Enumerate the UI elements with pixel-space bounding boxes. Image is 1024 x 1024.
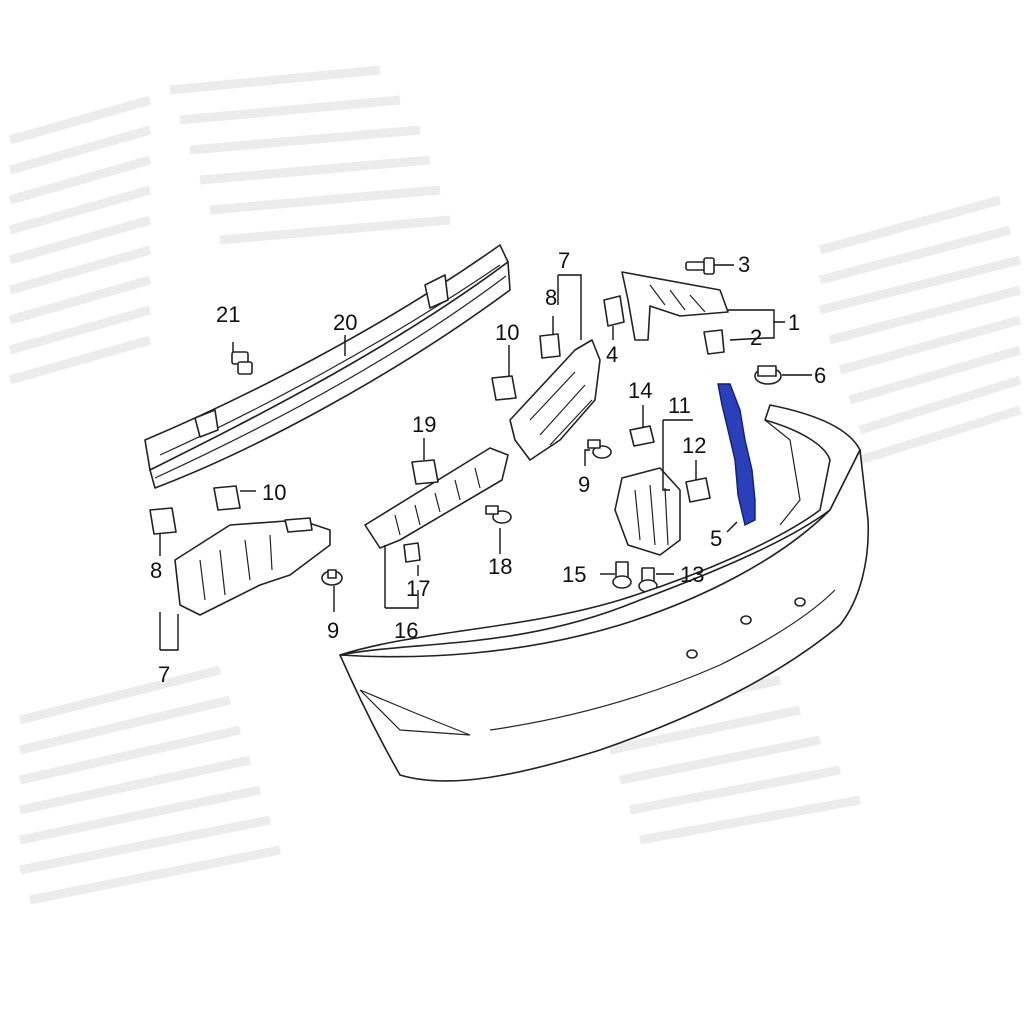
right-upper-bracket-part xyxy=(509,339,601,461)
callout-16: 16 xyxy=(394,618,418,643)
callout-15: 15 xyxy=(562,562,586,587)
clip-14-part xyxy=(629,425,655,447)
callout-21: 21 xyxy=(216,302,240,327)
screw-15-part xyxy=(612,561,632,589)
callout-19: 19 xyxy=(412,412,436,437)
callout-12: 12 xyxy=(682,433,706,458)
clip-17-part xyxy=(403,542,421,563)
bracket-11-part xyxy=(614,467,681,556)
bolt-21-part xyxy=(231,351,253,375)
callout-1: 1 xyxy=(788,310,800,335)
left-bumper-bracket-part xyxy=(174,517,331,616)
screw-13-part xyxy=(638,567,658,593)
callout-5: 5 xyxy=(710,526,722,551)
reinforcement-beam-part xyxy=(144,244,511,489)
pad-8-top-part xyxy=(539,333,561,359)
screw-9-mid-part xyxy=(587,439,612,459)
callout-11: 11 xyxy=(668,393,691,418)
clip-12-part xyxy=(685,477,711,503)
callout-4: 4 xyxy=(606,342,618,367)
pad-19-part xyxy=(411,459,439,485)
callout-7-top: 7 xyxy=(558,248,570,273)
callout-9-low: 9 xyxy=(327,618,339,643)
center-bracket-16-part xyxy=(364,447,509,549)
bolt-3-part xyxy=(685,257,715,275)
callout-8-left: 8 xyxy=(150,558,162,583)
nut-6-part xyxy=(754,365,782,385)
clip-2-part xyxy=(703,329,725,355)
clip-4-part xyxy=(603,295,625,327)
callout-3: 3 xyxy=(738,252,750,277)
callout-10-top: 10 xyxy=(495,320,519,345)
pad-10-top-part xyxy=(491,375,517,401)
bracket-1-part xyxy=(621,271,729,341)
screw-18-part xyxy=(485,505,512,524)
callout-10-left: 10 xyxy=(262,480,286,505)
callout-8-top: 8 xyxy=(545,285,557,310)
callout-6: 6 xyxy=(814,363,826,388)
callout-labels: 1 2 3 4 5 6 7 7 8 8 9 9 10 10 11 12 13 1… xyxy=(150,248,826,687)
callout-13: 13 xyxy=(680,562,704,587)
callout-14: 14 xyxy=(628,378,652,403)
screw-9-lower-part xyxy=(321,569,343,586)
pad-8-left-part xyxy=(149,507,177,535)
callout-18: 18 xyxy=(488,554,512,579)
pad-10-left-part xyxy=(213,485,241,511)
guide-bracket-5-highlighted-part xyxy=(717,383,756,527)
bumper-cover-part xyxy=(339,404,870,782)
callout-17: 17 xyxy=(406,576,430,601)
callout-20: 20 xyxy=(333,310,357,335)
callout-2: 2 xyxy=(750,325,762,350)
callout-9-mid: 9 xyxy=(578,472,590,497)
leader-lines xyxy=(159,264,812,651)
callout-7-bottom: 7 xyxy=(158,662,170,687)
